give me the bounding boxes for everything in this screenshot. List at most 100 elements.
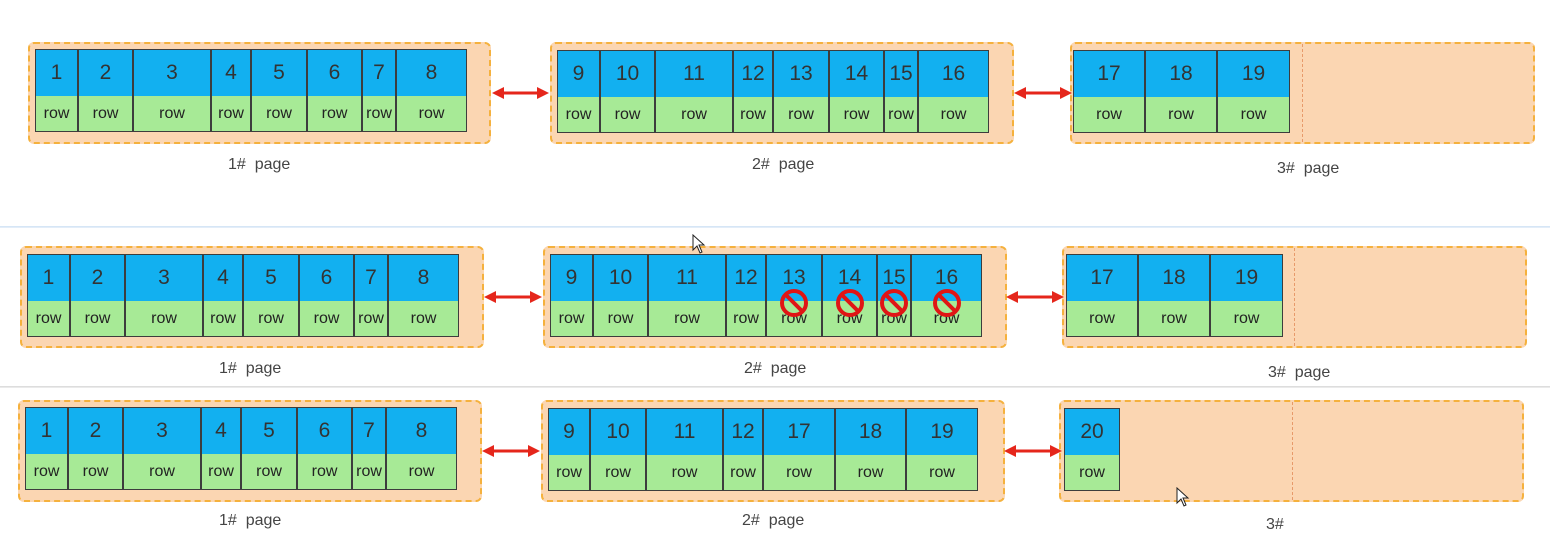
page-free-space-divider	[1302, 44, 1303, 142]
record-key: 17	[1074, 51, 1144, 98]
record-key: 17	[1067, 255, 1137, 302]
record-key: 11	[647, 409, 722, 456]
record-row: row	[1218, 97, 1289, 132]
arrow-head-right	[1052, 291, 1064, 303]
arrow-head-left	[492, 87, 504, 99]
record-row: row	[244, 301, 298, 336]
record-key: 5	[252, 50, 306, 97]
page-label: 3#	[1266, 516, 1284, 533]
arrow-head-right	[1060, 87, 1072, 99]
mouse-pointer-icon	[1176, 487, 1190, 507]
record-row: row	[919, 97, 988, 132]
record-key: 18	[836, 409, 905, 456]
arrow-head-left	[1004, 445, 1016, 457]
page-link-arrow-1	[482, 445, 540, 457]
record-key: 2	[79, 50, 132, 97]
record-row: row	[204, 301, 242, 336]
record-key: 9	[551, 255, 592, 302]
record-row: row	[591, 455, 645, 490]
record-key: 14	[830, 51, 883, 98]
arrow-head-right	[528, 445, 540, 457]
arrow-head-right	[530, 291, 542, 303]
record-key: 11	[649, 255, 725, 302]
arrow-head-left	[482, 445, 494, 457]
record-row: row	[656, 97, 732, 132]
page-label: 1# page	[219, 512, 282, 529]
record-row: row	[1065, 455, 1119, 490]
record-key: 3	[126, 255, 202, 302]
record-key: 18	[1139, 255, 1209, 302]
record-key: 4	[202, 408, 240, 455]
page-free-space-divider	[1292, 402, 1293, 500]
page-label: 1# page	[228, 156, 291, 173]
record-key: 5	[242, 408, 296, 455]
arrow-head-left	[1014, 87, 1026, 99]
arrow-head-right	[537, 87, 549, 99]
record-key: 14	[823, 255, 876, 302]
record-key: 18	[1146, 51, 1216, 98]
section-divider	[0, 226, 1550, 228]
arrow-head-left	[1006, 291, 1018, 303]
page-link-arrow-2	[1004, 445, 1062, 457]
record-row: row	[1074, 97, 1144, 132]
record-key: 2	[71, 255, 124, 302]
page-label: 3# page	[1277, 160, 1340, 177]
record-key: 1	[36, 50, 77, 97]
record-row: row	[1211, 301, 1282, 336]
record-key: 19	[907, 409, 977, 456]
record-key: 16	[912, 255, 981, 302]
record-key: 4	[212, 50, 250, 97]
record-row: row	[649, 301, 725, 336]
record-row: row	[69, 454, 122, 489]
record-row: row	[724, 455, 762, 490]
record-row: row	[912, 301, 981, 336]
record-row: row	[308, 96, 361, 131]
record-row: row	[549, 455, 589, 490]
record-key: 11	[656, 51, 732, 98]
record-key: 6	[308, 50, 361, 97]
record-row: row	[124, 454, 200, 489]
record-row: row	[134, 96, 210, 131]
record-key: 12	[724, 409, 762, 456]
record-key: 10	[591, 409, 645, 456]
record-key: 7	[353, 408, 385, 455]
record-row: row	[28, 301, 69, 336]
record-row: row	[355, 301, 387, 336]
record-row: row	[647, 455, 722, 490]
record-row: row	[551, 301, 592, 336]
record-key: 6	[298, 408, 351, 455]
record-row: row	[252, 96, 306, 131]
record-row: row	[242, 454, 296, 489]
record-key: 13	[767, 255, 821, 302]
record-key: 17	[764, 409, 834, 456]
record-row: row	[885, 97, 917, 132]
record-row: row	[26, 454, 67, 489]
